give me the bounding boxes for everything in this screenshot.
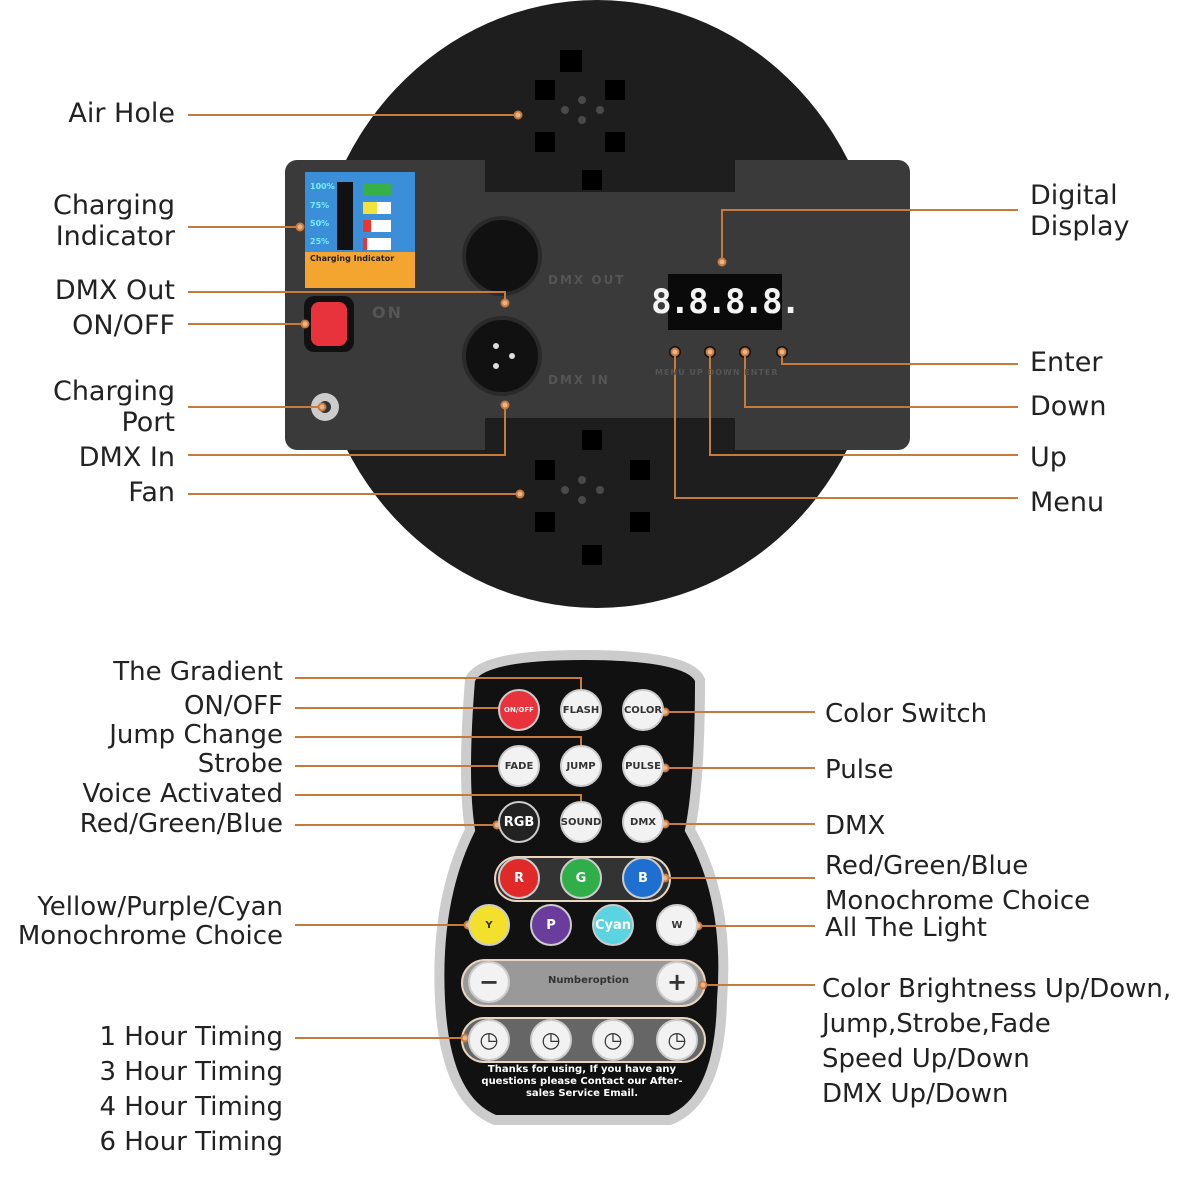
top-right-label: Up — [1030, 442, 1067, 473]
top-left-label: Charging Port — [52, 376, 175, 438]
remote-button-g[interactable]: G — [560, 857, 602, 899]
leader-line — [188, 405, 506, 456]
remote-button-p[interactable]: P — [530, 904, 572, 946]
leader-dot — [670, 347, 680, 357]
remote-left-label: Voice Activated — [82, 779, 283, 809]
dmx-in-label: DMX IN — [548, 373, 610, 387]
leader-dot — [717, 257, 727, 267]
top-left-label: Air Hole — [68, 98, 175, 129]
top-left-label: DMX In — [78, 442, 175, 473]
battery-level: 25% — [310, 237, 330, 246]
remote-right-label: All The Light — [825, 913, 988, 943]
leader-dot — [698, 980, 708, 990]
remote-left-label: Jump Change — [109, 720, 283, 750]
remote-button-w[interactable]: W — [656, 904, 698, 946]
top-right-label: Down — [1030, 391, 1107, 422]
battery-level: 50% — [310, 219, 330, 228]
remote-left-label: Red/Green/Blue — [79, 809, 283, 839]
dmx-out-label: DMX OUT — [548, 273, 626, 287]
remote-button-minus[interactable]: − — [468, 961, 510, 1003]
remote-button-y[interactable]: Y — [468, 904, 510, 946]
remote-button-flash[interactable]: FLASH — [560, 689, 602, 731]
battery-level: 75% — [310, 201, 330, 210]
remote-left-label: ON/OFF — [183, 691, 283, 721]
clock-icon: ◷ — [541, 1027, 561, 1053]
remote-right-label: Color Switch — [825, 699, 988, 729]
timer-button[interactable]: ◷ — [530, 1019, 572, 1061]
battery-level: 100% — [310, 182, 335, 191]
top-right-label: Enter — [1030, 347, 1103, 378]
leader-line — [744, 352, 1018, 408]
leader-dot — [295, 222, 305, 232]
leader-dot — [500, 400, 510, 410]
panel-button-labels: MENU UP DOWN ENTER — [655, 368, 779, 377]
leader-dot — [740, 347, 750, 357]
remote-button-b[interactable]: B — [622, 857, 664, 899]
remote-button-color[interactable]: COLOR — [622, 689, 664, 731]
remote-button-rgb[interactable]: RGB — [498, 801, 540, 843]
top-left-label: Fan — [128, 477, 175, 508]
timer-button[interactable]: ◷ — [592, 1019, 634, 1061]
top-left-label: Charging Indicator — [52, 190, 175, 252]
remote-button-cyan[interactable]: Cyan — [592, 904, 634, 946]
top-left-label: ON/OFF — [72, 310, 175, 341]
remote-button-pulse[interactable]: PULSE — [622, 745, 664, 787]
remote-left-label: Yellow/Purple/Cyan Monochrome Choice — [17, 892, 283, 951]
on-label: ON — [372, 303, 403, 322]
remote-right-label: Red/Green/Blue Monochrome Choice — [825, 851, 1091, 916]
remote-button-dmx[interactable]: DMX — [622, 801, 664, 843]
leader-dot — [317, 402, 327, 412]
clock-icon: ◷ — [603, 1027, 623, 1053]
leader-dot — [515, 489, 525, 499]
leader-dot — [705, 347, 715, 357]
leader-line — [721, 209, 1018, 262]
remote-right-label: DMX — [825, 811, 886, 841]
clock-icon: ◷ — [479, 1027, 499, 1053]
remote-button-r[interactable]: R — [498, 857, 540, 899]
leader-line — [709, 352, 1018, 456]
timer-button[interactable]: ◷ — [656, 1019, 698, 1061]
remote-left-label: 3 Hour Timing — [99, 1057, 283, 1087]
leader-dot — [300, 319, 310, 329]
leader-dot — [513, 110, 523, 120]
remote-button-jump[interactable]: JUMP — [560, 745, 602, 787]
remote-right-label: Color Brightness Up/Down, Jump,Strobe,Fa… — [822, 974, 1172, 1109]
remote-left-label: 1 Hour Timing — [99, 1022, 283, 1052]
remote-right-label: Pulse — [825, 755, 894, 785]
remote-button-sound[interactable]: SOUND — [560, 801, 602, 843]
leader-dot — [500, 298, 510, 308]
remote-button-plus[interactable]: + — [656, 961, 698, 1003]
numberoption-label: Numberoption — [548, 975, 630, 986]
digital-display: 8.8.8.8. — [651, 274, 801, 330]
top-right-label: Digital Display — [1030, 180, 1130, 242]
battery-title: Charging Indicator — [310, 254, 395, 263]
remote-button-fade[interactable]: FADE — [498, 745, 540, 787]
remote-left-label: 4 Hour Timing — [99, 1092, 283, 1122]
leader-line — [674, 352, 1018, 499]
clock-icon: ◷ — [667, 1027, 687, 1053]
top-left-label: DMX Out — [54, 275, 175, 306]
remote-footer-text: Thanks for using, If you have any questi… — [481, 1064, 683, 1099]
leader-dot — [777, 347, 787, 357]
timer-button[interactable]: ◷ — [468, 1019, 510, 1061]
remote-left-label: Strobe — [197, 749, 283, 779]
remote-left-label: The Gradient — [113, 657, 283, 687]
remote-button-power[interactable]: ON/OFF — [498, 689, 540, 731]
top-right-label: Menu — [1030, 487, 1105, 518]
remote-left-label: 6 Hour Timing — [99, 1127, 283, 1157]
